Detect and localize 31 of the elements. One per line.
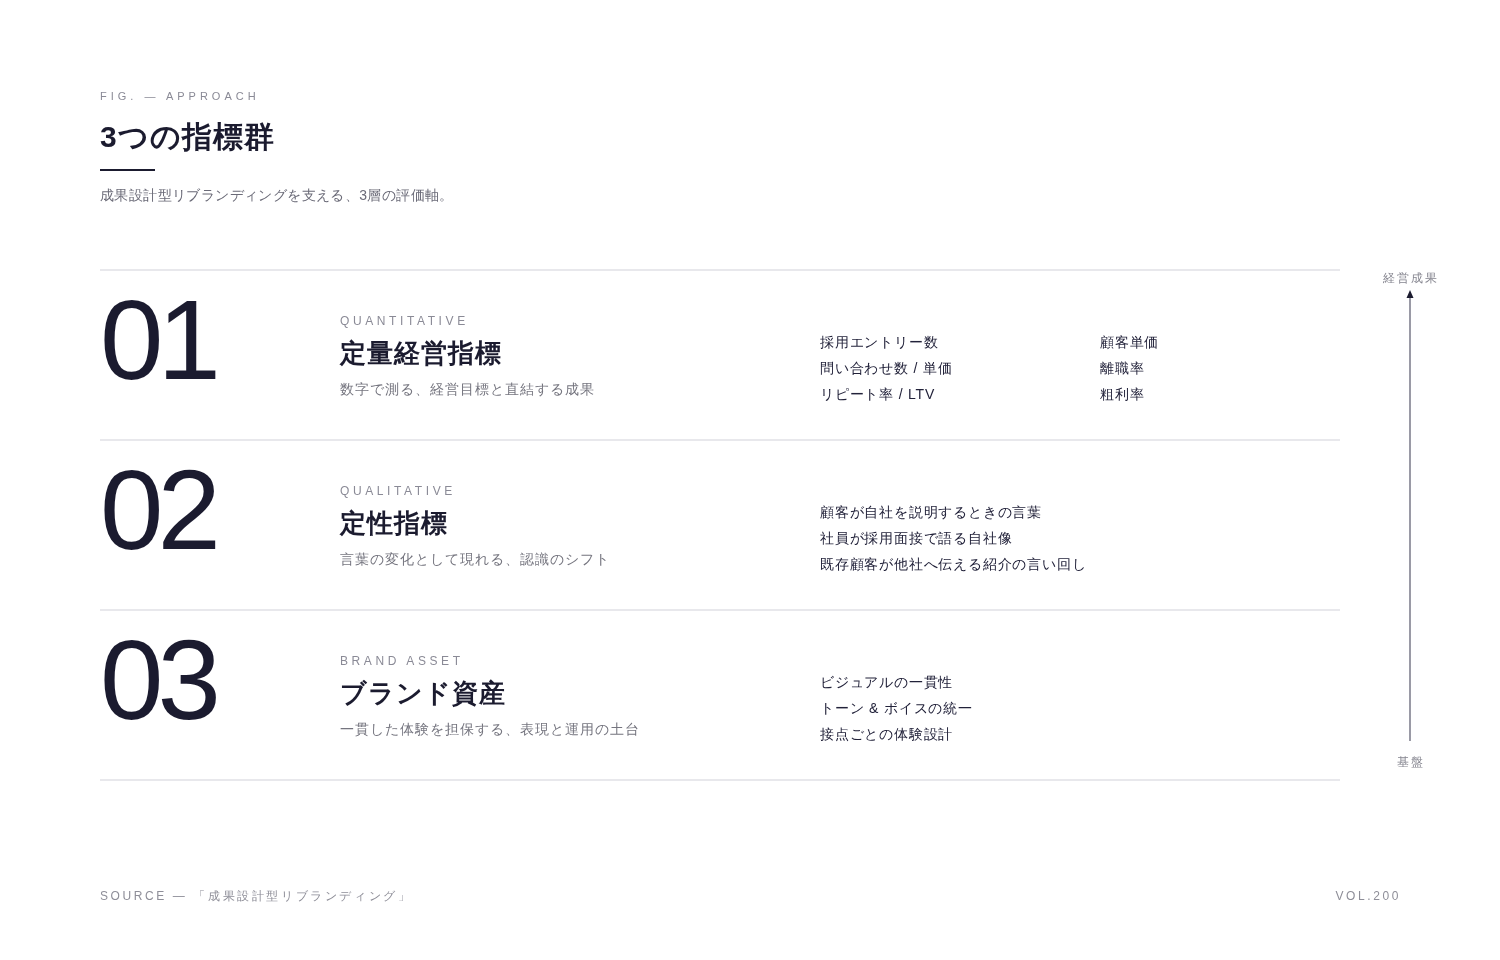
tier-number: 02 xyxy=(100,453,215,567)
source-note: SOURCE — 「成果設計型リブランディング」 xyxy=(100,888,413,904)
metric-item: 既存顧客が他社へ伝える紹介の言い回し xyxy=(820,555,1087,574)
metric-item: 採用エントリー数 xyxy=(820,333,939,352)
tier-number: 03 xyxy=(100,623,215,737)
metric-item: リピート率 / LTV xyxy=(820,385,936,404)
metric-item: トーン & ボイスの統一 xyxy=(820,699,973,718)
tier-heading: 定性指標 xyxy=(340,507,448,539)
axis-top-label: 経営成果 xyxy=(1382,270,1439,286)
category-label: BRAND ASSET xyxy=(340,653,464,669)
metric-item: 顧客単価 xyxy=(1100,333,1160,352)
volume-label: VOL.200 xyxy=(1335,888,1401,904)
tier-description: 数字で測る、経営目標と直結する成果 xyxy=(340,380,595,399)
metric-item: 粗利率 xyxy=(1100,385,1145,404)
category-label: QUALITATIVE xyxy=(340,483,456,499)
tier-description: 言葉の変化として現れる、認識のシフト xyxy=(340,550,610,569)
metric-item: 離職率 xyxy=(1100,359,1145,378)
tier-description: 一貫した体験を担保する、表現と運用の土台 xyxy=(340,720,640,739)
metric-item: 顧客が自社を説明するときの言葉 xyxy=(820,503,1042,522)
figure-label: FIG. — APPROACH xyxy=(100,89,260,103)
tier-heading: ブランド資産 xyxy=(340,677,506,709)
title: 3つの指標群 xyxy=(100,119,275,155)
metric-item: 社員が採用面接で語る自社像 xyxy=(820,529,1013,548)
category-label: QUANTITATIVE xyxy=(340,313,469,329)
axis-bottom-label: 基盤 xyxy=(1396,754,1425,770)
metric-item: 接点ごとの体験設計 xyxy=(820,725,954,744)
subtitle: 成果設計型リブランディングを支える、3層の評価軸。 xyxy=(100,186,454,205)
metric-item: 問い合わせ数 / 単価 xyxy=(820,359,953,378)
tier-number: 01 xyxy=(100,283,215,397)
metric-item: ビジュアルの一貫性 xyxy=(820,673,954,692)
tier-heading: 定量経営指標 xyxy=(340,337,502,369)
